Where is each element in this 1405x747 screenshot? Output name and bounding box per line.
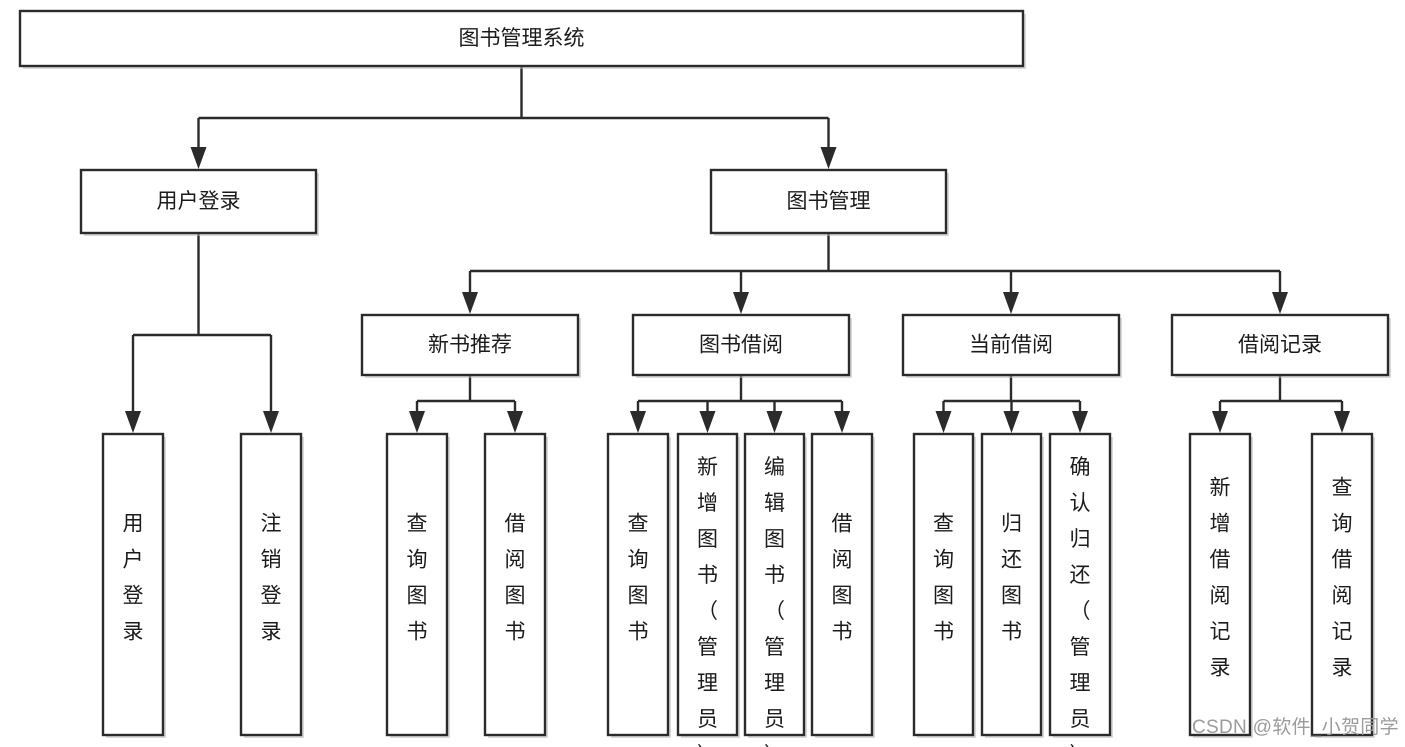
node-label: 编辑图书（管理员） [764, 456, 785, 747]
node-label: 用户登录 [123, 513, 144, 644]
connector-conn-login-leaves [125, 233, 279, 433]
connector-conn-root-modules [190, 66, 837, 169]
connector-conn-borrow-leaves [630, 375, 850, 433]
node-label: 查询图书 [628, 513, 649, 644]
node-leaf-current-query[interactable]: 查询图书 [912, 432, 976, 738]
node-label: 图书借阅 [699, 334, 783, 357]
node-leaf-borrow-lend[interactable]: 借阅图书 [810, 432, 875, 738]
node-leaf-newbook-query[interactable]: 查询图书 [385, 432, 450, 738]
node-label: 新增借阅记录 [1210, 477, 1231, 680]
connector-conn-current-leaves [935, 375, 1088, 433]
csdn-watermark: CSDN @软件_小贺同学 [1192, 717, 1399, 738]
node-leaf-current-return[interactable]: 归还图书 [980, 432, 1044, 738]
connector-conn-record-leaves [1212, 375, 1350, 433]
node-label: 用户登录 [157, 190, 241, 213]
node-newbook[interactable]: 新书推荐 [360, 313, 581, 378]
node-label: 图书管理系统 [459, 27, 585, 50]
node-leaf-record-add[interactable]: 新增借阅记录 [1188, 432, 1253, 738]
connector-conn-bookmgmt-submodules [462, 233, 1288, 314]
node-label: 借阅图书 [832, 513, 853, 644]
node-label: 图书管理 [787, 190, 871, 213]
node-leaf-user-logout[interactable]: 注销登录 [239, 432, 304, 738]
node-label: 查询借阅记录 [1332, 477, 1353, 680]
node-login[interactable]: 用户登录 [79, 168, 319, 236]
node-record[interactable]: 借阅记录 [1170, 313, 1391, 378]
node-label: 查询图书 [933, 513, 954, 644]
node-label: 新增图书（管理员） [697, 456, 718, 747]
node-current[interactable]: 当前借阅 [901, 313, 1122, 378]
node-label: 归还图书 [1001, 513, 1022, 644]
node-label: 借阅记录 [1238, 334, 1322, 357]
node-layer: 图书管理系统用户登录图书管理新书推荐图书借阅当前借阅借阅记录用户登录注销登录查询… [18, 9, 1391, 747]
node-leaf-record-query[interactable]: 查询借阅记录 [1310, 432, 1375, 738]
node-leaf-borrow-query[interactable]: 查询图书 [606, 432, 671, 738]
node-label: 注销登录 [261, 513, 282, 644]
node-label: 新书推荐 [428, 334, 512, 357]
node-leaf-borrow-edit[interactable]: 编辑图书（管理员） [743, 432, 807, 747]
node-leaf-current-confirm[interactable]: 确认归还（管理员） [1048, 432, 1113, 747]
node-root[interactable]: 图书管理系统 [18, 9, 1026, 69]
node-label: 确认归还（管理员） [1070, 456, 1091, 747]
node-label: 查询图书 [407, 513, 428, 644]
node-leaf-newbook-borrow[interactable]: 借阅图书 [483, 432, 548, 738]
node-bookmgmt[interactable]: 图书管理 [709, 168, 949, 236]
node-leaf-borrow-add[interactable]: 新增图书（管理员） [676, 432, 740, 747]
node-label: 借阅图书 [505, 513, 526, 644]
node-label: 当前借阅 [969, 334, 1053, 357]
node-borrow[interactable]: 图书借阅 [631, 313, 852, 378]
connector-conn-newbook-leaves [409, 375, 523, 433]
connector-layer [125, 66, 1350, 433]
node-leaf-user-login[interactable]: 用户登录 [101, 432, 166, 738]
